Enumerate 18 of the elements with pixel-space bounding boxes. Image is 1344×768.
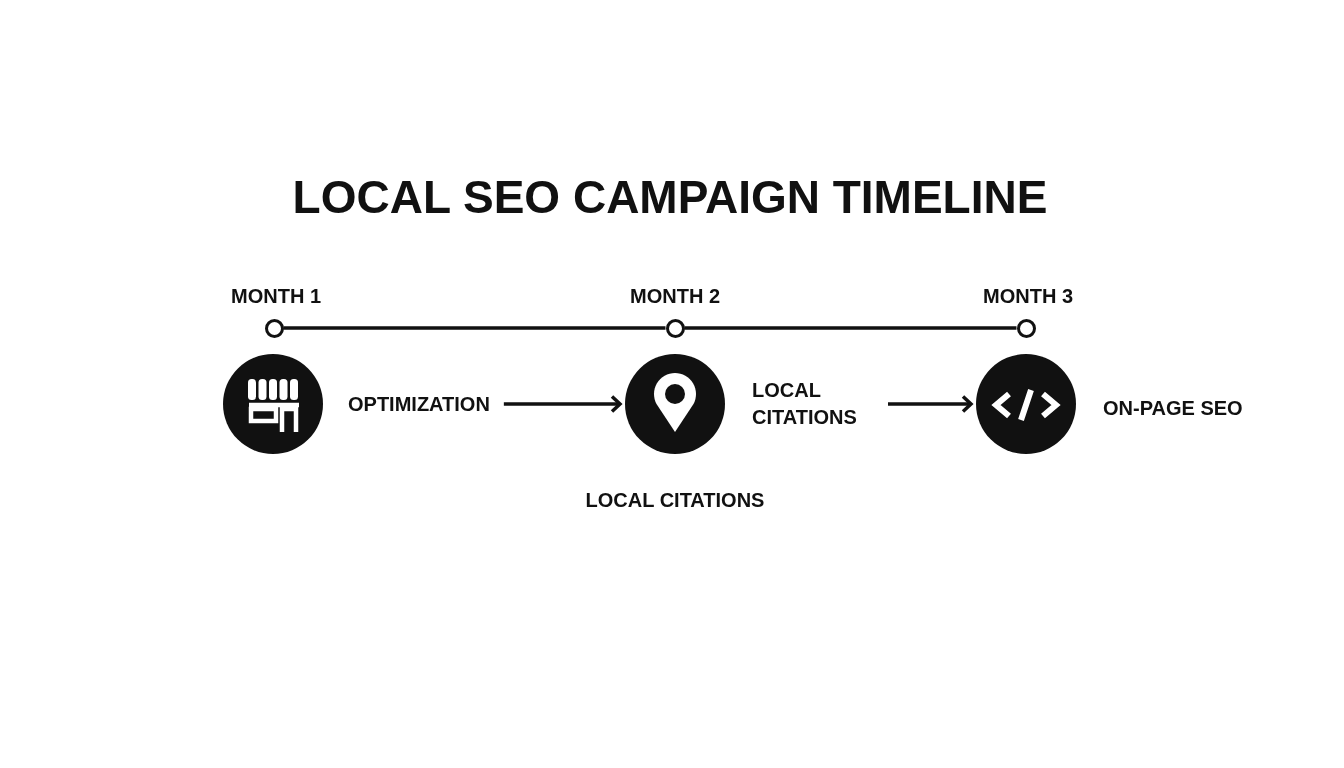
- arrow: [888, 394, 973, 414]
- step-label: OPTIMIZATION: [348, 391, 490, 418]
- arrow: [503, 394, 622, 414]
- title: LOCAL SEO CAMPAIGN TIMELINE: [292, 170, 1048, 224]
- step-label: LOCAL CITATIONS: [752, 377, 874, 431]
- month-label: MONTH 3: [983, 284, 1073, 308]
- step-label: LOCAL CITATIONS: [585, 488, 765, 512]
- timeline-line: [283, 326, 666, 330]
- timeline-marker: [264, 318, 284, 338]
- code-icon: [976, 354, 1076, 454]
- timeline-marker: [665, 318, 685, 338]
- month-label: MONTH 2: [630, 284, 720, 308]
- storefront-icon: [223, 354, 323, 454]
- step-label: ON-PAGE SEO: [1103, 395, 1243, 422]
- location-pin-icon: [625, 354, 725, 454]
- month-label: MONTH 1: [231, 284, 321, 308]
- timeline-line: [684, 326, 1017, 330]
- timeline-marker: [1016, 318, 1036, 338]
